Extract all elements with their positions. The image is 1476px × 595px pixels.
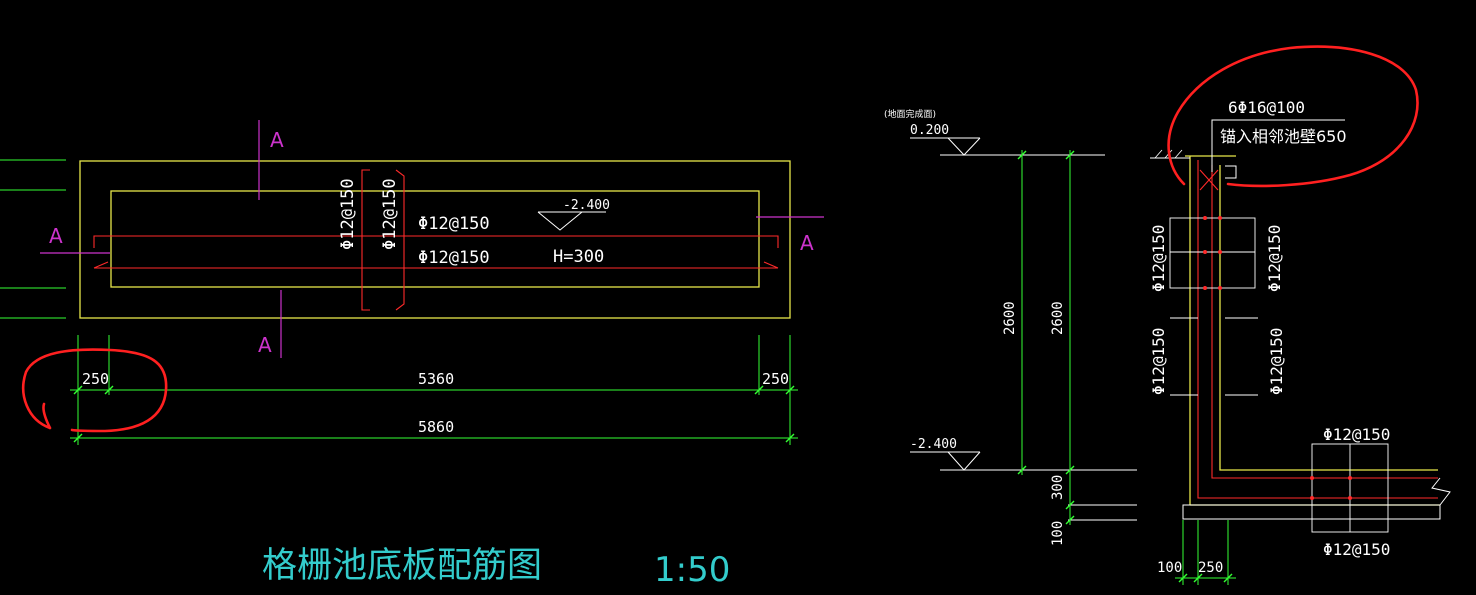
elevation-triangle [537,211,584,231]
dim-tick [73,385,83,395]
annotation-circle-left [21,348,168,433]
bottom-elev-triangle [947,451,981,471]
inlet-lines [0,159,66,319]
plan-elevation-marker: -2.400 [537,198,610,231]
rebar-dot [1218,286,1222,290]
dim-height-text-2: 2600 [1050,301,1066,335]
dim-tick [1193,573,1203,583]
wall-rebar-zone-upper [1169,217,1256,289]
slab-rebar-bottom: Φ12@150 [1323,540,1390,559]
top-rebar-label: 6Φ16@100 [1228,98,1305,117]
dim-tick [785,385,795,395]
plan-horizontal-rebar [93,235,779,269]
dim-base-width-text: 100 [1157,560,1182,576]
rebar-dot [1310,476,1314,480]
dim-wall-width-text: 250 [1198,560,1223,576]
rebar-bottom-line [93,261,778,269]
dim-tick [785,433,795,443]
drawing-title: 格栅池底板配筋图 [262,546,542,586]
rebar-dot [1203,216,1207,220]
section-label-bottom: A [258,333,272,357]
dim-tick [1178,573,1188,583]
rebar-bracket-right [395,169,405,311]
soil-hatch [1174,149,1183,159]
rebar-dot [1218,216,1222,220]
section-label-left: A [49,224,63,248]
slab-outer-outline [79,160,791,319]
top-rebar-note: 锚入相邻池壁650 [1220,127,1347,146]
dim-tick [1065,150,1075,160]
ground-note: (地面完成面) [884,108,936,120]
ground-elev-triangle [947,137,981,156]
section-label-top: A [270,128,284,152]
rebar-dot [1203,250,1207,254]
plan-vertical-rebar [361,169,405,311]
dim-tick [1017,150,1027,160]
elevation-mark-text: -2.400 [563,198,610,213]
rebar-dot [1218,250,1222,254]
wall-rebar-upper-left: Φ12@150 [1149,225,1168,292]
section-rebar [1197,160,1438,499]
dim-base-text: 100 [1050,521,1066,546]
dim-left-text: 250 [82,370,109,388]
dim-tick [1017,465,1027,475]
bottom-elevation-text: -2.400 [910,437,957,452]
rebar-dot [1348,496,1352,500]
dim-middle-text: 5360 [418,370,454,388]
dim-total-text: 5860 [418,418,454,436]
wall-rebar-lower-right: Φ12@150 [1267,328,1286,395]
rebar-top-line [93,235,779,248]
slab-rebar-top: Φ12@150 [1323,425,1390,444]
rebar-bracket-left [361,169,370,311]
section-cut-marks [40,120,824,358]
ground-elevation-text: 0.200 [910,123,949,138]
wall-inner-rebar [1211,165,1438,479]
wall-slab-outline [1185,155,1440,506]
drawing-scale: 1:50 [654,550,730,590]
rebar-hook [763,261,779,269]
dim-slab-text: 300 [1050,475,1066,500]
top-rebar-bracket [1225,165,1237,179]
rebar-label-vertical-2: Φ12@150 [380,178,400,250]
wall-rebar-lower-left: Φ12@150 [1149,328,1168,395]
wall-outline [1189,156,1438,505]
top-rebar-leader [1211,119,1345,172]
dim-tick [1065,500,1075,510]
dim-tick [73,433,83,443]
soil-hatch [1154,149,1163,159]
plan-dimension-ticks [73,385,795,443]
dim-right-text: 250 [762,370,789,388]
dim-height-text-1: 2600 [1002,301,1018,335]
rebar-label-top: Φ12@150 [418,214,490,234]
dim-tick [104,385,114,395]
dim-tick [1223,573,1233,583]
rebar-label-vertical-1: Φ12@150 [338,178,358,250]
plan-view: A A A A Φ12@150 Φ12@150 Φ12@150 Φ12@150 … [0,120,824,590]
dim-tick [1065,465,1075,475]
break-line [1431,477,1451,506]
wall-rebar-zone-lower [1170,317,1258,396]
rebar-dot [1348,476,1352,480]
top-cross-rebar [1199,169,1219,191]
depth-label: H=300 [553,247,604,267]
plan-dimensions [70,335,798,445]
rebar-label-bottom: Φ12@150 [418,248,490,268]
annotation-circle-right [1167,45,1419,188]
rebar-dot [1310,496,1314,500]
section-view: (地面完成面) 0.200 -2.400 2600 2600 300 100 [884,45,1451,585]
wall-rebar-upper-right: Φ12@150 [1265,225,1284,292]
dim-tick [1065,515,1075,525]
base-cushion [1182,504,1441,520]
dim-tick [754,385,764,395]
wall-outer-rebar [1197,160,1438,499]
slab-inner-outline [110,190,760,288]
rebar-dot [1203,286,1207,290]
section-label-right: A [800,231,814,255]
